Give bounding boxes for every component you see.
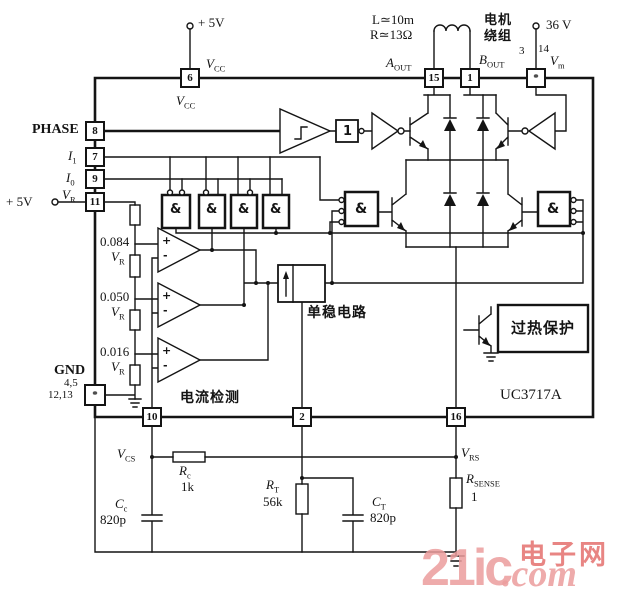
label-pin14: 14 <box>538 43 549 55</box>
label-gnd-pins-45: 4,5 <box>64 377 78 389</box>
comparator1-plus: + <box>162 234 172 247</box>
label-5v-top: + 5V <box>198 15 225 30</box>
label-tap3-vr: VR <box>111 359 125 377</box>
label-tap2-vr: VR <box>111 304 125 322</box>
watermark-dianziwang: 电子网 <box>519 540 609 571</box>
label-rt: RT <box>266 477 280 495</box>
and-gate-4: & <box>270 202 282 217</box>
label-tap3-value: 0.016 <box>100 344 130 359</box>
label-36v: 36 V <box>546 17 572 32</box>
label-rt-value: 56k <box>263 494 283 509</box>
label-rsense: RSENSE <box>466 471 500 489</box>
and-gate-1: & <box>170 202 182 217</box>
pin-2: 2 <box>292 407 312 427</box>
label-vcc-internal: VCC <box>176 93 196 111</box>
label-current-detect: 电流检测 <box>180 390 240 406</box>
pin-1-bout: 1 <box>460 68 480 88</box>
pin-16: 16 <box>446 407 466 427</box>
label-vm: Vm <box>550 53 565 71</box>
pin-7-i1: 7 <box>85 147 105 167</box>
comparator2-minus: - <box>163 304 168 317</box>
label-vcs: VCS <box>117 446 136 464</box>
label-inductance: L≃10m <box>372 12 414 27</box>
label-bout: BOUT <box>479 52 505 70</box>
pin-6-vcc: 6 <box>180 68 200 88</box>
label-gnd-pins-1213: 12,13 <box>48 389 73 401</box>
pin-gnd: * <box>84 384 106 406</box>
and-gate-bridge-left: & <box>355 201 368 217</box>
label-resistance: R≃13Ω <box>370 27 413 42</box>
and-gate-2: & <box>206 202 218 217</box>
label-aout: AOUT <box>386 55 412 73</box>
comparator3-plus: + <box>162 344 172 357</box>
watermark-com: .com <box>502 553 577 595</box>
label-monostable: 单稳电路 <box>307 305 367 321</box>
watermark-21ic: 21ic <box>421 539 513 596</box>
label-chip-name: UC3717A <box>500 387 562 403</box>
pin-8-phase: 8 <box>85 121 105 141</box>
comparator2-plus: + <box>162 289 172 302</box>
label-i0: I0 <box>66 170 75 188</box>
label-cc-value: 820p <box>100 512 126 527</box>
comparator1-minus: - <box>163 249 168 262</box>
label-tap1-vr: VR <box>111 249 125 267</box>
motor-winding-coil <box>433 24 471 32</box>
pin-10: 10 <box>142 407 162 427</box>
and-gate-3: & <box>238 202 250 217</box>
label-cc: Cc <box>115 496 128 514</box>
label-vrs: VRS <box>461 445 480 463</box>
pin-15-aout: 15 <box>424 68 444 88</box>
label-motor-winding-1: 电机 <box>484 13 513 28</box>
label-vr-pin: VR <box>62 187 76 205</box>
label-pin3: 3 <box>519 45 525 57</box>
pulse-box-label: 1 <box>343 124 353 139</box>
label-tap1-value: 0.084 <box>100 234 130 249</box>
comparator3-minus: - <box>163 359 168 372</box>
label-ct-value: 820p <box>370 510 396 525</box>
label-phase: PHASE <box>32 122 79 137</box>
label-thermal-protect: 过热保护 <box>511 319 576 337</box>
label-rsense-value: 1 <box>471 489 478 504</box>
label-gnd: GND <box>54 363 86 378</box>
pin-9-i0: 9 <box>85 169 105 189</box>
label-tap2-value: 0.050 <box>100 289 130 304</box>
pin-3-14-vm: * <box>526 68 546 88</box>
label-5v-left: + 5V <box>6 194 33 209</box>
label-vcc: VCC <box>206 56 226 74</box>
label-ct: CT <box>372 494 386 512</box>
and-gate-bridge-right: & <box>547 201 560 217</box>
label-i1: I1 <box>68 148 77 166</box>
label-rc-value: 1k <box>181 479 194 494</box>
pin-11-vr: 11 <box>85 192 105 212</box>
label-motor-winding-2: 绕组 <box>484 29 513 44</box>
label-rc: Rc <box>179 463 191 481</box>
